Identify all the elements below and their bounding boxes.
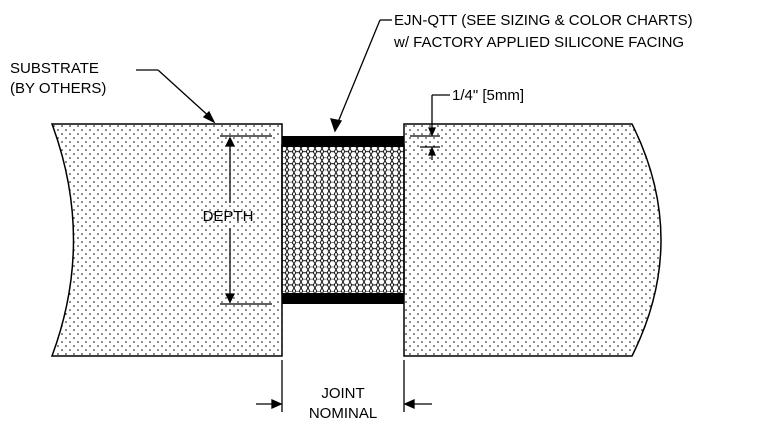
depth-label: DEPTH bbox=[203, 208, 254, 225]
substrate-label-line1: SUBSTRATE bbox=[10, 60, 99, 77]
substrate-leader bbox=[136, 69, 216, 124]
left-substrate-slab bbox=[50, 123, 283, 357]
depth-dimension bbox=[220, 135, 272, 305]
joint-nominal-dimension bbox=[256, 360, 432, 412]
facing-thickness-label: 1/4" [5mm] bbox=[452, 87, 524, 104]
product-label-line2: w/ FACTORY APPLIED SILICONE FACING bbox=[393, 34, 684, 51]
product-label-line1: EJN-QTT (SEE SIZING & COLOR CHARTS) bbox=[394, 12, 693, 29]
product-leader bbox=[330, 19, 392, 133]
bottom-silicone-facing bbox=[282, 293, 404, 304]
right-substrate-slab bbox=[403, 123, 662, 357]
substrate-label-line2: (BY OTHERS) bbox=[10, 80, 106, 97]
joint-nominal-label-line2: NOMINAL bbox=[309, 405, 377, 422]
top-silicone-facing bbox=[282, 136, 404, 147]
joint-foam-core bbox=[281, 144, 405, 295]
joint-nominal-label-line1: JOINT bbox=[321, 385, 364, 402]
facing-thickness-dimension bbox=[410, 94, 450, 160]
